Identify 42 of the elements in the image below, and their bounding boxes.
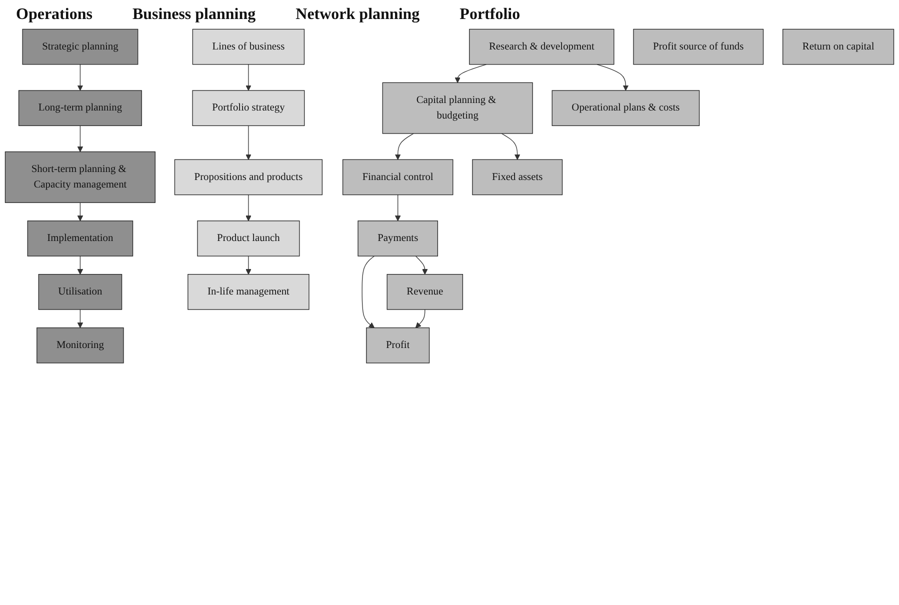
arrow [77,309,84,328]
node-box: Propositions and products [174,159,323,196]
column-heading: Portfolio [460,6,520,24]
arrow [394,194,401,222]
arrow [77,125,84,152]
node-box: Implementation [27,220,134,256]
node-box: Payments [358,220,438,256]
node-box: Revenue [386,274,464,310]
node-box: Operational plans & costs [552,90,700,126]
node-box: Product launch [197,220,300,256]
node-box: Utilisation [38,274,122,310]
arrow [596,64,629,91]
column-heading: Operations [16,6,92,24]
arrow [501,133,520,160]
arrow [77,202,84,222]
node-box: Strategic planning [22,28,138,65]
node-box: Return on capital [782,28,894,65]
node-box: Financial control [342,159,454,196]
node-box: Research & development [469,28,614,65]
node-box: Profit source of funds [633,28,764,65]
arrow [246,125,252,160]
arrow [454,64,487,83]
arrow [77,256,84,275]
arrow [77,64,84,91]
arrow [246,194,252,222]
arrow [246,64,252,91]
column-heading: Business planning [132,6,256,24]
node-box: Capital planning & budgeting [382,82,533,134]
node-box: Lines of business [192,28,305,65]
arrow [415,256,428,275]
node-box: Fixed assets [472,159,563,196]
node-box: In-life management [188,274,310,310]
node-box: Monitoring [36,327,124,364]
node-box: Profit [366,327,430,364]
column-heading: Network planning [296,6,420,24]
node-box: Short-term planning & Capacity management [4,151,156,203]
node-box: Long-term planning [18,90,142,126]
arrow [362,256,375,328]
node-box: Portfolio strategy [192,90,305,126]
arrow [394,133,414,160]
arrow [415,309,426,328]
arrow [246,256,252,275]
